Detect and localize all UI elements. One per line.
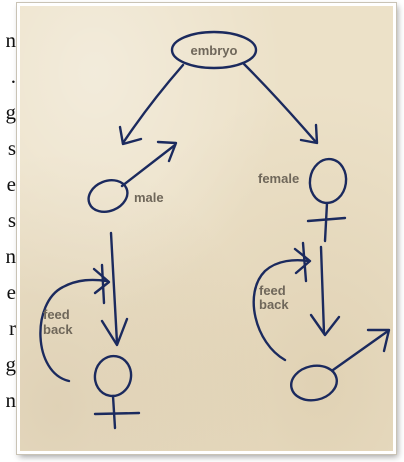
- arrow-embryo-to-male: [118, 63, 185, 146]
- arrow-male-down: [100, 231, 129, 347]
- feedback-loop-left: [39, 263, 111, 383]
- embryo-ellipse: [170, 30, 258, 70]
- edge-letter: n: [5, 244, 17, 268]
- edge-letter: .: [10, 64, 16, 88]
- female-symbol-icon: [306, 157, 348, 243]
- sex-development-diagram: embryo male: [39, 30, 391, 430]
- edge-letter: g: [5, 100, 17, 124]
- feedback-left-line1: feed: [43, 307, 70, 322]
- paper-sheet: embryo male: [17, 3, 396, 454]
- edge-letter: e: [6, 280, 16, 304]
- edge-letter: r: [9, 316, 16, 340]
- feedback-loop-right: [252, 241, 312, 362]
- arrow-embryo-to-female: [241, 61, 319, 145]
- male-symbol-icon: [290, 328, 391, 402]
- edge-letter: s: [7, 136, 16, 160]
- edge-letter: s: [7, 208, 16, 232]
- embryo-label: embryo: [191, 43, 238, 58]
- male-label: male: [134, 190, 164, 205]
- edge-letter: e: [6, 172, 16, 196]
- male-symbol-icon: [87, 140, 178, 213]
- female-label: female: [258, 171, 299, 186]
- feedback-right-line2: back: [259, 297, 289, 312]
- cropped-body-text: n . g s e s n e r g n: [0, 0, 18, 462]
- edge-letter: g: [5, 352, 17, 376]
- feedback-left-line2: back: [43, 322, 73, 337]
- edge-letter: n: [5, 28, 17, 52]
- arrow-female-down: [309, 245, 341, 337]
- edge-letter: n: [5, 388, 17, 412]
- embryo-node: embryo: [170, 30, 258, 70]
- feedback-right-line1: feed: [259, 283, 286, 298]
- female-symbol-icon: [93, 354, 141, 430]
